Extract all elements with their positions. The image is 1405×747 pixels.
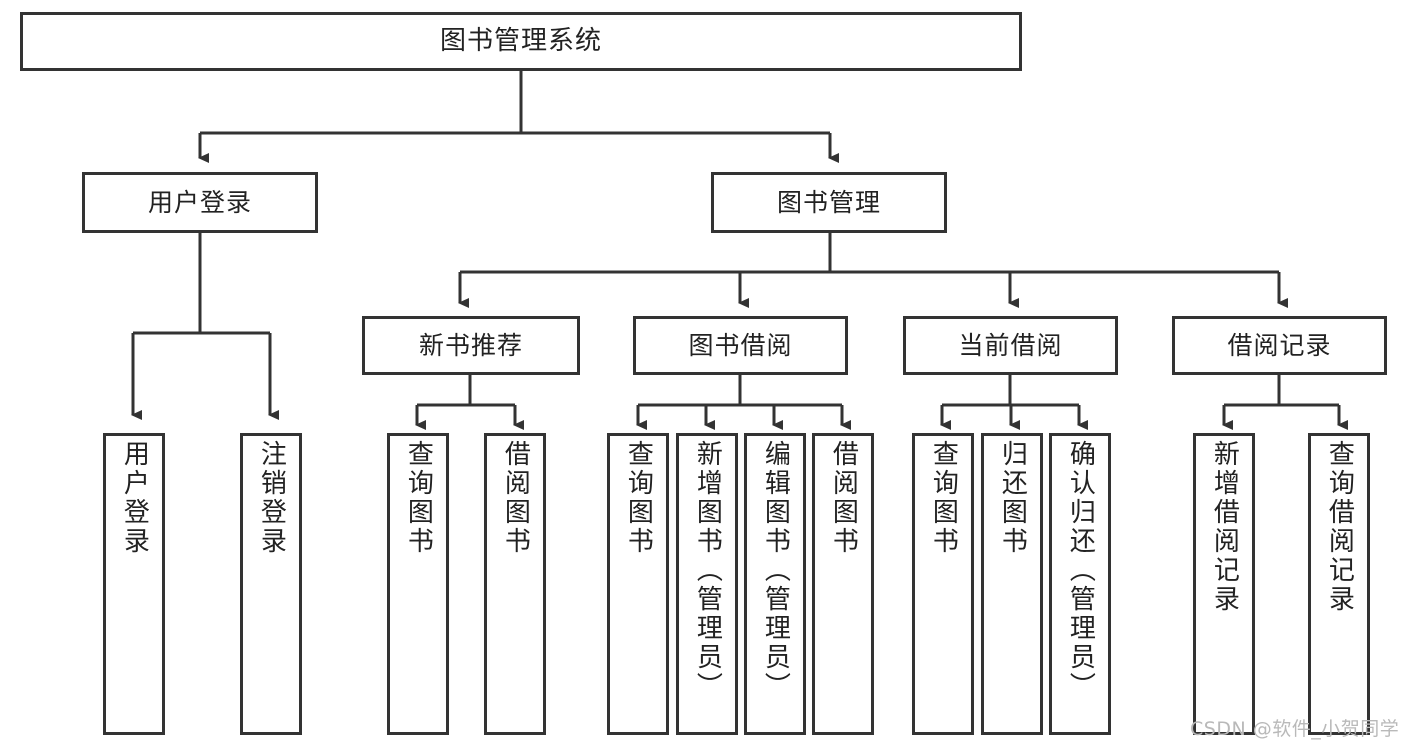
- node-new-book-recommend[interactable]: 新书推荐: [362, 316, 580, 375]
- watermark: CSDN @软件_小贺同学: [1190, 718, 1400, 740]
- node-leaf-query-record-label: 查询借阅记录: [1324, 440, 1355, 614]
- node-leaf-query-book-3-label: 查询图书: [928, 440, 959, 556]
- node-leaf-edit-book[interactable]: 编辑图书（管理员）: [744, 433, 806, 735]
- node-borrow-record[interactable]: 借阅记录: [1172, 316, 1387, 375]
- node-leaf-query-book-2-label: 查询图书: [623, 440, 654, 556]
- node-leaf-add-book[interactable]: 新增图书（管理员）: [676, 433, 738, 735]
- node-leaf-borrow-book-2[interactable]: 借阅图书: [812, 433, 874, 735]
- node-leaf-query-book-3[interactable]: 查询图书: [912, 433, 974, 735]
- node-new-book-recommend-label: 新书推荐: [418, 330, 523, 360]
- node-user-login-label: 用户登录: [147, 187, 252, 217]
- node-leaf-add-record-label: 新增借阅记录: [1209, 440, 1240, 614]
- node-book-manage[interactable]: 图书管理: [711, 172, 947, 233]
- node-leaf-query-book-2[interactable]: 查询图书: [607, 433, 669, 735]
- node-leaf-query-book-1-label: 查询图书: [403, 440, 434, 556]
- node-leaf-return-book-label: 归还图书: [997, 440, 1028, 556]
- node-leaf-edit-book-label: 编辑图书（管理员）: [760, 440, 791, 701]
- node-current-borrow-label: 当前借阅: [958, 330, 1063, 360]
- node-leaf-borrow-book-1-label: 借阅图书: [500, 440, 531, 556]
- node-borrow-record-label: 借阅记录: [1227, 330, 1332, 360]
- node-leaf-return-book[interactable]: 归还图书: [981, 433, 1043, 735]
- node-leaf-add-record[interactable]: 新增借阅记录: [1193, 433, 1255, 735]
- node-leaf-query-record[interactable]: 查询借阅记录: [1308, 433, 1370, 735]
- node-root[interactable]: 图书管理系统: [20, 12, 1022, 71]
- node-leaf-confirm-return-label: 确认归还（管理员）: [1065, 440, 1096, 701]
- node-leaf-user-login[interactable]: 用户登录: [103, 433, 165, 735]
- node-user-login[interactable]: 用户登录: [82, 172, 318, 233]
- node-book-borrow[interactable]: 图书借阅: [633, 316, 848, 375]
- node-leaf-user-logout[interactable]: 注销登录: [240, 433, 302, 735]
- node-leaf-confirm-return[interactable]: 确认归还（管理员）: [1049, 433, 1111, 735]
- node-leaf-add-book-label: 新增图书（管理员）: [692, 440, 723, 701]
- node-root-label: 图书管理系统: [439, 26, 602, 57]
- node-leaf-user-login-label: 用户登录: [119, 440, 150, 556]
- node-leaf-query-book-1[interactable]: 查询图书: [387, 433, 449, 735]
- node-leaf-borrow-book-1[interactable]: 借阅图书: [484, 433, 546, 735]
- node-leaf-borrow-book-2-label: 借阅图书: [828, 440, 859, 556]
- node-current-borrow[interactable]: 当前借阅: [903, 316, 1118, 375]
- node-book-borrow-label: 图书借阅: [688, 330, 793, 360]
- node-book-manage-label: 图书管理: [776, 187, 881, 217]
- node-leaf-user-logout-label: 注销登录: [256, 440, 287, 556]
